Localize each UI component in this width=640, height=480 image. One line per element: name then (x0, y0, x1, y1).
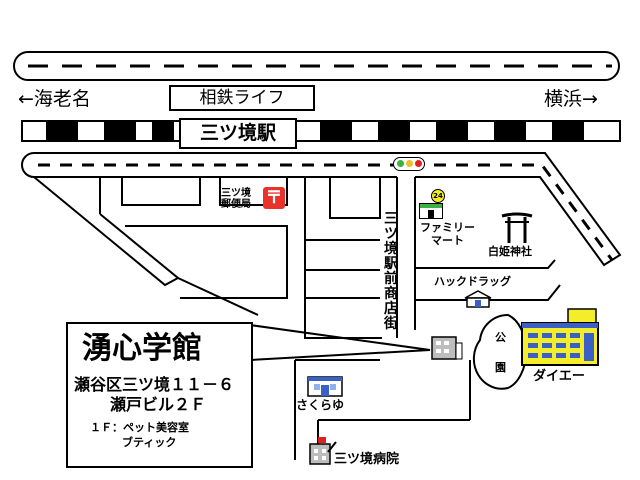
store-icon (419, 203, 443, 219)
signal-yellow-light (406, 160, 413, 167)
school-name: 湧心学館 (82, 331, 202, 366)
station-label: 三ツ境駅 (179, 118, 297, 149)
hospital-icon (309, 437, 337, 465)
floor1-tenant-line2: ブティック (122, 436, 177, 449)
family-mart-label-line1: ファミリー (420, 221, 475, 234)
school-building-icon (431, 336, 463, 360)
bathhouse-icon (307, 376, 343, 397)
main-road-top (13, 51, 620, 81)
post-office-label-line1: 三ツ境 (221, 188, 251, 199)
shopping-street-label: 三ツ境駅前商店街 (384, 211, 398, 332)
torii-shrine-icon (501, 212, 533, 243)
signal-red-light (415, 160, 422, 167)
park-label-line1: 公 (495, 331, 506, 344)
school-address: 瀬谷区三ツ境１１－６ (74, 375, 235, 394)
shrine-label: 白姫神社 (488, 245, 532, 258)
school-building: 瀬戸ビル２Ｆ (110, 395, 207, 414)
drugstore-label: ハックドラッグ (434, 275, 511, 288)
sakurayu-label: さくらゆ (296, 398, 345, 412)
school-info-card: 湧心学館 瀬谷区三ツ境１１－６ 瀬戸ビル２Ｆ １Ｆ：ペット美容室 ブティック (66, 322, 253, 468)
road-centerline (38, 163, 614, 261)
hospital-label: 三ツ境病院 (334, 452, 400, 467)
floor1-tenant-line1: １Ｆ：ペット美容室 (90, 421, 189, 434)
direction-ebina: ←海老名 (18, 88, 91, 110)
signal-green-light (397, 160, 404, 167)
family-mart-label-line2: マート (431, 234, 464, 247)
railway-track (21, 120, 621, 142)
traffic-signal-icon (393, 157, 425, 171)
drugstore-icon (464, 290, 492, 308)
post-office-icon: 〒 (263, 187, 285, 209)
family-mart-label: ファミリー マート (420, 221, 475, 247)
post-office-label: 三ツ境 郵便局 (221, 188, 251, 210)
park-label-line2: 園 (495, 361, 506, 374)
railway-line-sign: 相鉄ライフ (169, 85, 315, 111)
school-leader-line (249, 324, 431, 361)
direction-yokohama: 横浜→ (544, 88, 598, 110)
convenience-badge-icon: 24 (431, 189, 445, 203)
post-office-label-line2: 郵便局 (221, 199, 251, 210)
daiei-store-icon (521, 308, 599, 366)
daiei-label: ダイエー (533, 369, 585, 384)
